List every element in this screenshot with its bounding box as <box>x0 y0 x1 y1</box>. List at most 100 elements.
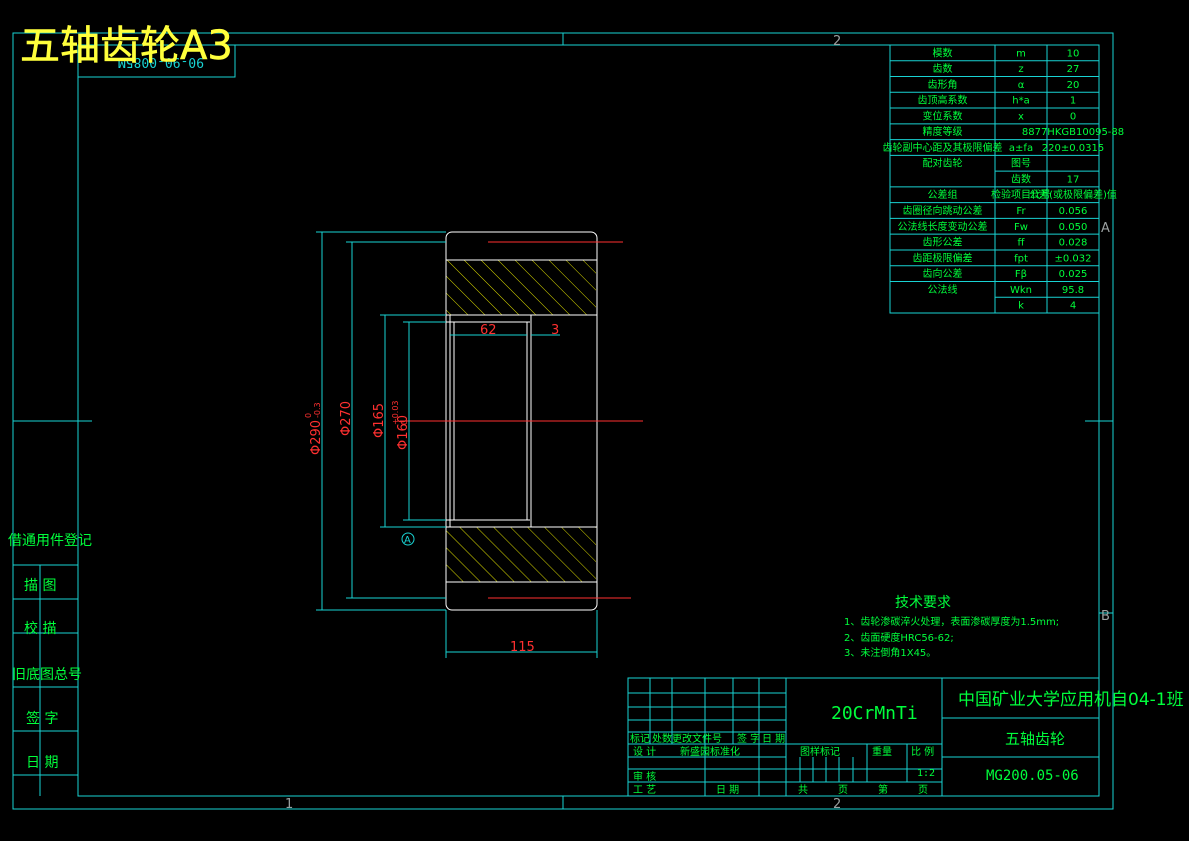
rev-h-file: 更改文件号 <box>672 732 722 745</box>
param-symbol: Wkn <box>1010 285 1032 296</box>
hatch-upper <box>446 260 596 315</box>
param-label: 配对齿轮 <box>923 157 963 170</box>
gear-section <box>400 231 643 611</box>
param-value: ±0.032 <box>1054 253 1091 264</box>
param-value: 95.8 <box>1062 285 1084 296</box>
param-label: 模数 <box>933 46 953 59</box>
param-label: 齿数 <box>933 62 953 75</box>
part-name: 五轴齿轮 <box>1005 730 1065 748</box>
scale-label: 比 例 <box>911 745 934 758</box>
scale-value: 1:2 <box>917 768 935 779</box>
designer: 新盛园 <box>680 745 710 758</box>
side-old-no: 旧底图总号 <box>12 667 82 683</box>
side-borrow: 借通用件登记 <box>8 533 92 549</box>
rev-h-mark: 标记 <box>630 733 650 745</box>
param-symbol: k <box>1018 301 1024 312</box>
title-block: 20CrMnTi 中国矿业大学应用机自04-1班 五轴齿轮 MG200.05-0… <box>627 677 1184 797</box>
tol-line: 0 <box>400 420 409 425</box>
tech-item-1: 1、齿轮渗碳淬火处理，表面渗碳厚度为1.5mm; <box>844 615 1059 628</box>
rev-h-sign: 签 字 <box>737 732 760 745</box>
mirror-code-box <box>77 44 236 78</box>
dimension-texts: Φ290 0-0.3 Φ270 Φ165 Φ160 +0.030 62 3 11… <box>304 323 559 655</box>
tb-outer <box>627 677 1100 797</box>
zone-right-a: A <box>1101 221 1110 236</box>
rev-h-count: 处数 <box>652 732 672 745</box>
param-symbol: Fβ <box>1015 269 1027 280</box>
dim-3-text: 3 <box>551 323 559 338</box>
param-value: 1 <box>1070 96 1076 107</box>
param-value: 公差(或极限偏差)值 <box>1029 188 1117 201</box>
technical-requirements: 技术要求 1、齿轮渗碳淬火处理，表面渗碳厚度为1.5mm; 2、齿面硬度HRC5… <box>844 595 1059 659</box>
param-value: 0 <box>1070 111 1076 122</box>
weight-label: 重量 <box>872 745 892 758</box>
zone-right-b: B <box>1101 609 1110 624</box>
school-name: 中国矿业大学应用机自04-1班 <box>958 690 1184 710</box>
param-symbol: 齿数 <box>1011 172 1031 185</box>
param-value: 20 <box>1067 80 1080 91</box>
param-label: 齿距极限偏差 <box>913 251 973 264</box>
tech-item-2: 2、齿面硬度HRC56-62; <box>844 631 954 644</box>
param-label: 公法线长度变动公差 <box>898 220 988 233</box>
zone-bottom-left: 1 <box>285 797 293 812</box>
tol-line: 0 <box>304 413 313 418</box>
param-symbol: Fw <box>1014 222 1028 233</box>
page-title: 五轴齿轮A3 <box>20 23 233 69</box>
param-symbol: Fr <box>1016 206 1026 217</box>
side-sign: 签 字 <box>26 710 58 727</box>
dim-270-text: Φ270 <box>339 401 354 436</box>
tech-item-3: 3、未注倒角1X45。 <box>844 646 936 659</box>
dim-160-tol: +0.030 <box>391 400 409 425</box>
dim-115-text: 115 <box>510 640 535 655</box>
param-value: 27 <box>1067 64 1080 75</box>
param-symbol: a±fa <box>1009 143 1033 154</box>
zone-labels: 2 A B 1 2 <box>285 34 1110 812</box>
datum-circle <box>401 532 415 546</box>
mirror-code: 90-90-0085M <box>118 54 204 69</box>
material: 20CrMnTi <box>831 703 918 724</box>
param-symbol: fpt <box>1014 253 1028 264</box>
param-value: 220±0.0315 <box>1042 143 1104 154</box>
tol-line: +0.03 <box>391 400 400 425</box>
dim-165-text: Φ165 <box>372 403 387 438</box>
drawing-frame <box>12 32 1114 810</box>
row-standard: 标准化 <box>710 745 740 758</box>
hatch-lower <box>446 527 596 582</box>
tech-heading: 技术要求 <box>895 595 951 611</box>
dimensions <box>316 231 598 658</box>
row-design: 设 计 <box>633 745 656 758</box>
param-value: 10 <box>1067 48 1080 59</box>
param-label: 精度等级 <box>923 125 963 138</box>
total-label: 共 <box>798 784 808 796</box>
row-date: 日 期 <box>716 784 739 796</box>
row-review: 审 核 <box>633 770 656 783</box>
param-symbol: α <box>1018 80 1025 91</box>
param-value: 0.050 <box>1059 222 1088 233</box>
dim-290-text: Φ290 <box>309 420 324 455</box>
param-symbol: h*a <box>1012 96 1029 107</box>
param-label: 齿圈径向跳动公差 <box>903 204 983 217</box>
param-symbol: x <box>1018 111 1024 122</box>
zone-top: 2 <box>833 34 841 49</box>
param-label: 齿轮副中心距及其极限偏差 <box>883 141 1003 154</box>
param-symbol: 图号 <box>1011 158 1031 170</box>
dim-62-text: 62 <box>480 323 497 338</box>
rev-h-date: 日 期 <box>762 733 785 745</box>
param-label: 齿形公差 <box>923 236 963 249</box>
param-symbol: z <box>1018 64 1023 75</box>
row-process: 工 艺 <box>633 784 656 796</box>
tol-line: -0.3 <box>313 402 322 418</box>
drawing-number: MG200.05-06 <box>986 768 1079 784</box>
side-trace: 描 图 <box>24 578 56 594</box>
param-label: 齿形角 <box>928 79 958 91</box>
param-value: 0.056 <box>1059 206 1088 217</box>
param-label: 公法线 <box>928 283 958 296</box>
param-label: 齿顶高系数 <box>918 94 968 107</box>
param-label: 变位系数 <box>923 109 963 122</box>
sheets-label: 页 <box>838 784 848 796</box>
param-value: 17 <box>1067 174 1080 185</box>
param-value: 4 <box>1070 301 1076 312</box>
param-value: 8877HKGB10095-88 <box>1022 127 1124 138</box>
